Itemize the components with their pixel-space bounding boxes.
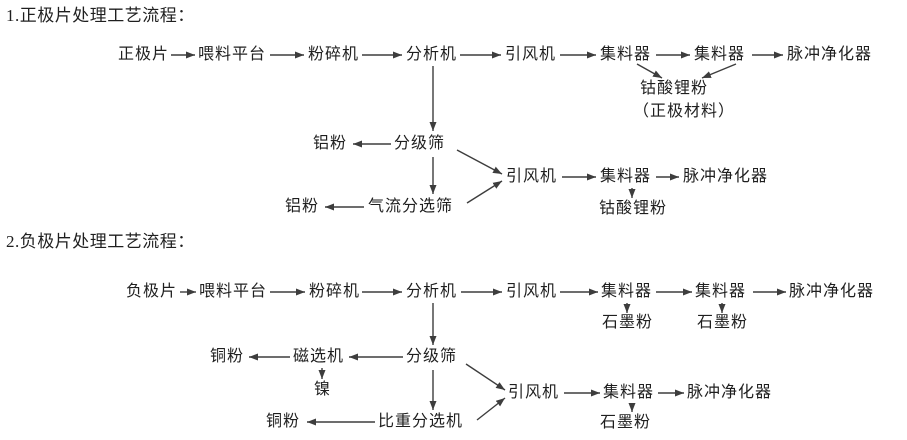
flow1-node-feeding-platform: 喂料平台 [198, 46, 267, 63]
flow1-node-collector-2: 集料器 [694, 46, 746, 63]
flow1-node-collector-3: 集料器 [600, 168, 652, 185]
flow1-node-airflow-sieve: 气流分选筛 [368, 198, 454, 215]
flow2-node-pulse-purifier-1: 脉冲净化器 [789, 283, 875, 300]
flow2-node-gravity-separator: 比重分选机 [378, 413, 464, 430]
flow1-title: 1.正极片处理工艺流程： [6, 6, 195, 25]
arrow-f1-collector1-to-licoo2 [636, 63, 663, 79]
flow2-node-collector-2: 集料器 [695, 283, 747, 300]
flow2-node-fan-2: 引风机 [508, 384, 560, 401]
flow1-node-licoo2-powder-1: 钴酸锂粉 [640, 80, 709, 97]
flow2-node-analyzer: 分析机 [406, 283, 458, 300]
arrow-f1-sieve-to-fan2 [456, 149, 503, 175]
flow2-node-cu-powder-2: 铜粉 [266, 413, 301, 430]
flow2-node-grading-sieve: 分级筛 [406, 348, 458, 365]
flow2-node-anode-sheet: 负极片 [126, 283, 178, 300]
flow1-node-fan-1: 引风机 [505, 46, 557, 63]
flow2-node-cu-powder-1: 铜粉 [210, 348, 245, 365]
flow2-node-graphite-powder-2: 石墨粉 [697, 314, 749, 331]
flow2-node-graphite-powder-1: 石墨粉 [602, 314, 654, 331]
flow1-node-pulse-purifier-2: 脉冲净化器 [683, 168, 769, 185]
flow2-title: 2.负极片处理工艺流程： [6, 232, 195, 251]
flow2-node-collector-1: 集料器 [601, 283, 653, 300]
flow2-node-crusher: 粉碎机 [309, 283, 361, 300]
arrow-f1-collector2-to-licoo2 [701, 63, 737, 79]
flow2-node-magnetic-separator: 磁选机 [293, 348, 345, 365]
flow1-node-fan-2: 引风机 [506, 168, 558, 185]
flow2-node-feeding-platform: 喂料平台 [199, 283, 268, 300]
flow1-node-grading-sieve: 分级筛 [394, 135, 446, 152]
flow1-node-analyzer: 分析机 [406, 46, 458, 63]
flow2-node-graphite-powder-3: 石墨粉 [600, 414, 652, 431]
flow1-node-crusher: 粉碎机 [308, 46, 360, 63]
flow2-node-fan-1: 引风机 [506, 283, 558, 300]
arrow-f2-gravity-to-fan2 [476, 397, 506, 421]
flow2-node-collector-3: 集料器 [603, 384, 655, 401]
flow1-node-collector-1: 集料器 [600, 46, 652, 63]
arrow-f2-sieve-to-fan2 [465, 363, 506, 391]
flow2-node-nickel: 镍 [314, 381, 332, 398]
flow2-node-pulse-purifier-2: 脉冲净化器 [687, 384, 773, 401]
flow1-node-pulse-purifier-1: 脉冲净化器 [787, 46, 873, 63]
flow1-node-al-powder-2: 铝粉 [285, 198, 320, 215]
flow1-node-licoo2-powder-2: 钴酸锂粉 [599, 200, 668, 217]
flow1-node-cathode-material-note: （正极材料） [633, 103, 736, 120]
flow1-node-al-powder-1: 铝粉 [313, 135, 348, 152]
flow1-node-cathode-sheet: 正极片 [118, 46, 170, 63]
arrow-f1-airflow-to-fan2 [466, 180, 503, 204]
